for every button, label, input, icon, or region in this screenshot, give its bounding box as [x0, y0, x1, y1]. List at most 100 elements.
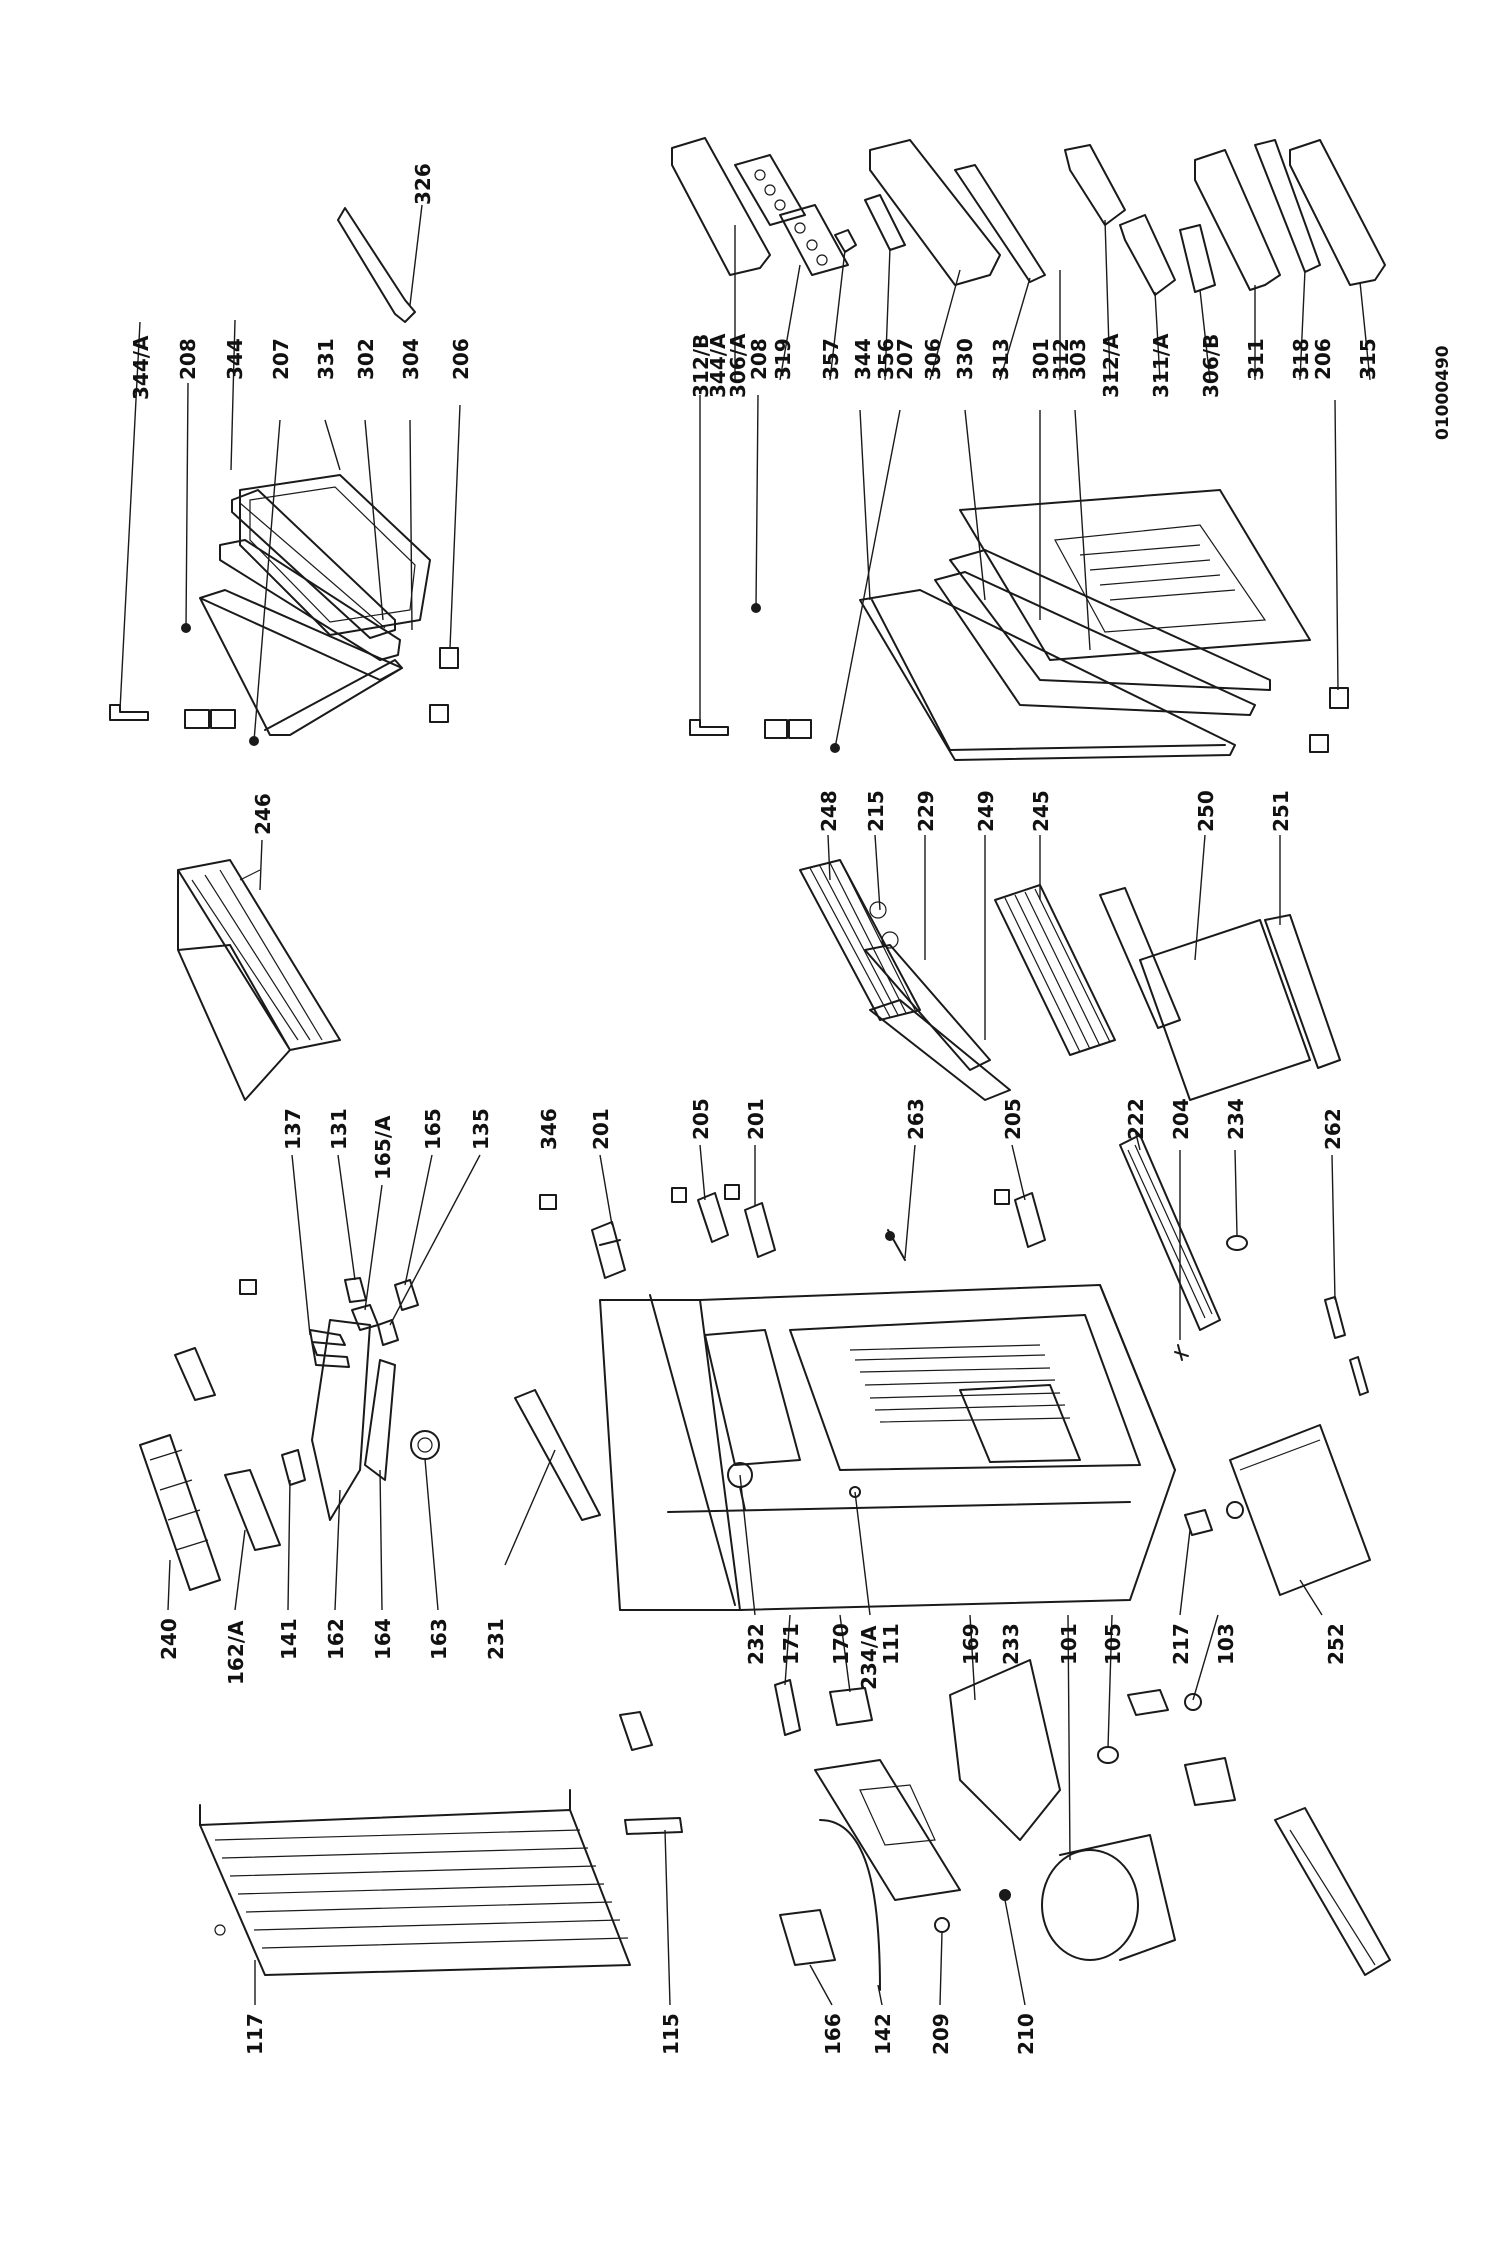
label-250: 250: [1194, 790, 1218, 832]
label-234: 234: [1224, 1098, 1248, 1140]
label-105: 105: [1101, 1623, 1125, 1665]
label-234a: 234/A: [857, 1625, 881, 1690]
part-346: [539, 1194, 557, 1210]
part-357-knob: [834, 229, 857, 253]
part-210: [999, 1889, 1011, 1901]
part-356-rail: [864, 194, 906, 251]
label-304: 304: [399, 338, 423, 380]
label-165a: 165/A: [371, 1115, 395, 1180]
part-311-tray: [1194, 149, 1281, 291]
part-105: [1097, 1746, 1119, 1764]
part-319-egg-tray-2: [779, 204, 849, 276]
label-357: 357: [819, 338, 843, 380]
part-142-pipe: [819, 1819, 881, 1991]
part-141: [281, 1449, 306, 1486]
label-326: 326: [411, 163, 435, 205]
label-233: 233: [999, 1623, 1023, 1665]
part-inner-door: [959, 489, 1311, 661]
label-356: 356: [874, 338, 898, 380]
part-262: [1324, 1296, 1346, 1339]
label-135: 135: [469, 1108, 493, 1150]
part-217: [1184, 1509, 1213, 1536]
part-229-strip: [864, 944, 991, 1071]
part-labels: 326 344/A 208 344 207 331 302 304 206 31…: [129, 163, 1453, 2055]
label-344a-r: 344/A: [706, 333, 730, 398]
fridge-door-group: [671, 137, 1386, 761]
part-303-gasket: [934, 571, 1256, 716]
label-240: 240: [157, 1618, 181, 1660]
part-301-gasket: [949, 549, 1271, 691]
label-306: 306: [921, 338, 945, 380]
label-346: 346: [537, 1108, 561, 1150]
cabinet-body: [504, 1284, 1176, 1616]
part-344a-hinge: [109, 704, 149, 721]
label-142: 142: [871, 2013, 895, 2055]
document-code: 01000490: [1433, 345, 1453, 440]
label-263: 263: [904, 1098, 928, 1140]
label-103: 103: [1214, 1623, 1238, 1665]
label-344-r: 344: [851, 338, 875, 380]
part-306-bin: [869, 139, 1001, 286]
label-165: 165: [421, 1108, 445, 1150]
label-301: 301: [1029, 338, 1053, 380]
label-201-b: 201: [744, 1098, 768, 1140]
label-208-top: 208: [176, 338, 200, 380]
label-115: 115: [659, 2013, 683, 2055]
part-222-rail: [1119, 1134, 1221, 1331]
label-252: 252: [1324, 1623, 1348, 1665]
label-163: 163: [427, 1618, 451, 1660]
part-330-door-frame: [859, 589, 1236, 761]
part-101-compressor: [1041, 1849, 1139, 1961]
label-303: 303: [1066, 338, 1090, 380]
label-170: 170: [829, 1623, 853, 1665]
label-319: 319: [771, 338, 795, 380]
part-233-seam: [667, 1501, 1131, 1513]
part-103-relay: [1184, 1757, 1236, 1806]
part-205-clip-a: [671, 1187, 687, 1203]
label-318: 318: [1289, 338, 1313, 380]
label-262: 262: [1321, 1108, 1345, 1150]
part-250-glass-plate: [1139, 919, 1311, 1101]
part-302-door-panel: [239, 474, 431, 636]
label-101: 101: [1057, 1623, 1081, 1665]
label-131: 131: [327, 1108, 351, 1150]
part-209: [934, 1917, 950, 1933]
label-162: 162: [324, 1618, 348, 1660]
part-bottom-cover: [1274, 1807, 1391, 1976]
label-204: 204: [1169, 1098, 1193, 1140]
part-204: [1174, 1344, 1189, 1361]
part-319-egg-tray: [734, 154, 806, 226]
label-201-a: 201: [589, 1108, 613, 1150]
label-311: 311: [1244, 338, 1268, 380]
part-231-strip: [514, 1389, 601, 1521]
label-306a: 306/A: [726, 333, 750, 398]
part-306b-grid: [1179, 224, 1216, 293]
part-248-wire-shelf: [799, 859, 921, 1021]
part-311a-bin: [1119, 214, 1176, 296]
label-141: 141: [277, 1618, 301, 1660]
label-169: 169: [959, 1623, 983, 1665]
label-229: 229: [914, 790, 938, 832]
part-315-shelf: [1289, 139, 1386, 286]
label-344a-top: 344/A: [129, 335, 153, 400]
part-312a-bin: [1064, 144, 1126, 226]
label-208-r: 208: [747, 338, 771, 380]
label-331: 331: [314, 338, 338, 380]
controls-group: [139, 1129, 1369, 1611]
part-135: [377, 1319, 399, 1346]
part-318-rack: [1254, 139, 1321, 273]
label-315: 315: [1356, 338, 1380, 380]
label-312a: 312/A: [1099, 333, 1123, 398]
label-330: 330: [953, 338, 977, 380]
part-171: [774, 1679, 801, 1736]
part-166: [779, 1909, 836, 1966]
label-251: 251: [1269, 790, 1293, 832]
part-164: [364, 1359, 396, 1481]
part-240-ice-tray: [139, 1434, 221, 1591]
label-306b: 306/B: [1199, 334, 1223, 398]
label-210: 210: [1014, 2013, 1038, 2055]
label-207-top: 207: [269, 338, 293, 380]
part-162-arm: [311, 1319, 371, 1521]
part-245-wire-shelf: [994, 884, 1116, 1056]
